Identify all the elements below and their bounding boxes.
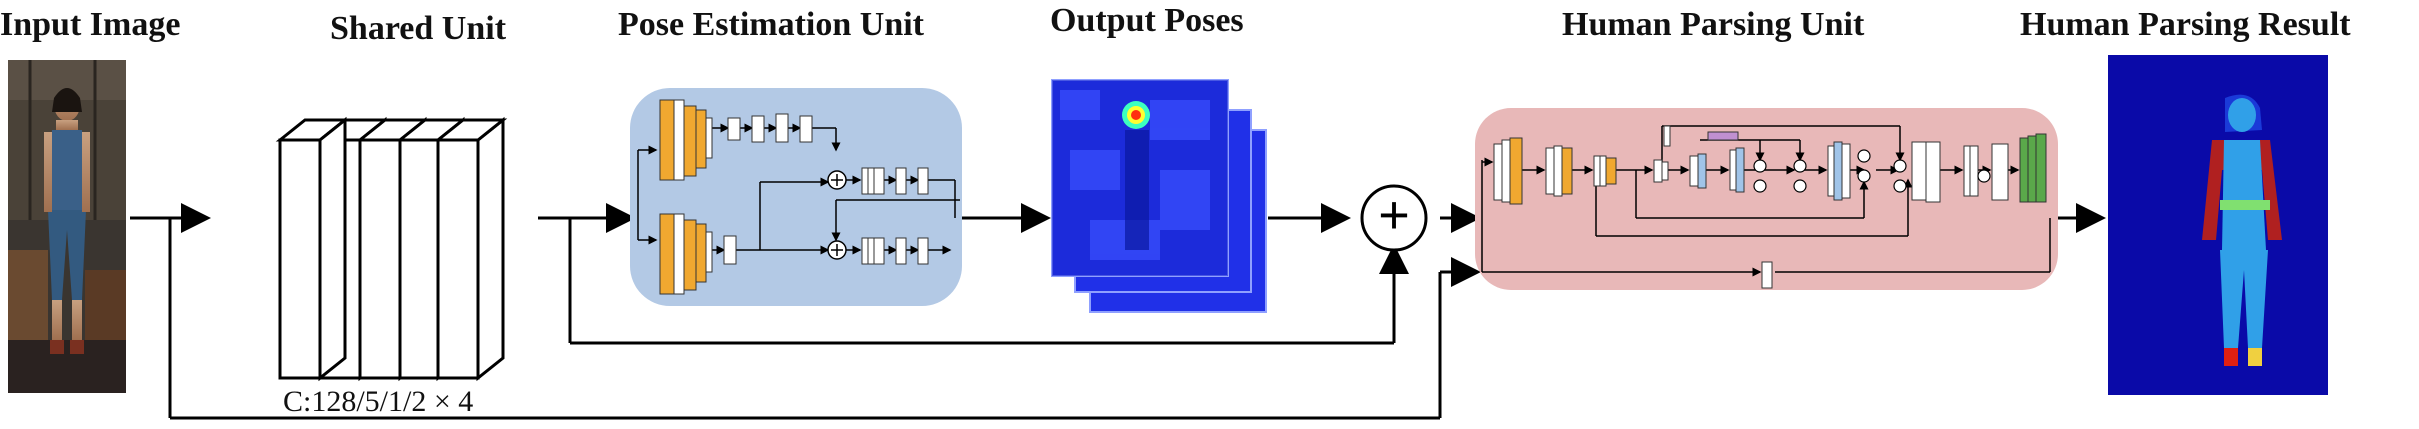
label-output-poses: Output Poses [1050,2,1244,39]
parsing-result [2108,55,2328,395]
plus-symbol: + [1378,185,1410,245]
human-parsing-panel [1475,108,2058,290]
shared-unit [275,116,508,382]
plus-node [1360,184,1428,252]
main-connectors [130,203,2106,420]
label-shared-unit: Shared Unit [330,10,507,47]
input-image [8,60,126,393]
shared-unit-config: C:128/5/1/2 × 4 [283,385,474,418]
label-human-parsing-unit: Human Parsing Unit [1562,6,1865,43]
output-poses [1051,79,1267,313]
pose-estimation-panel [630,88,962,306]
shared-unit-front [318,116,347,382]
label-pose-estimation-unit: Pose Estimation Unit [618,6,924,43]
label-human-parsing-result: Human Parsing Result [2020,6,2351,43]
label-input-image: Input Image [0,6,181,43]
